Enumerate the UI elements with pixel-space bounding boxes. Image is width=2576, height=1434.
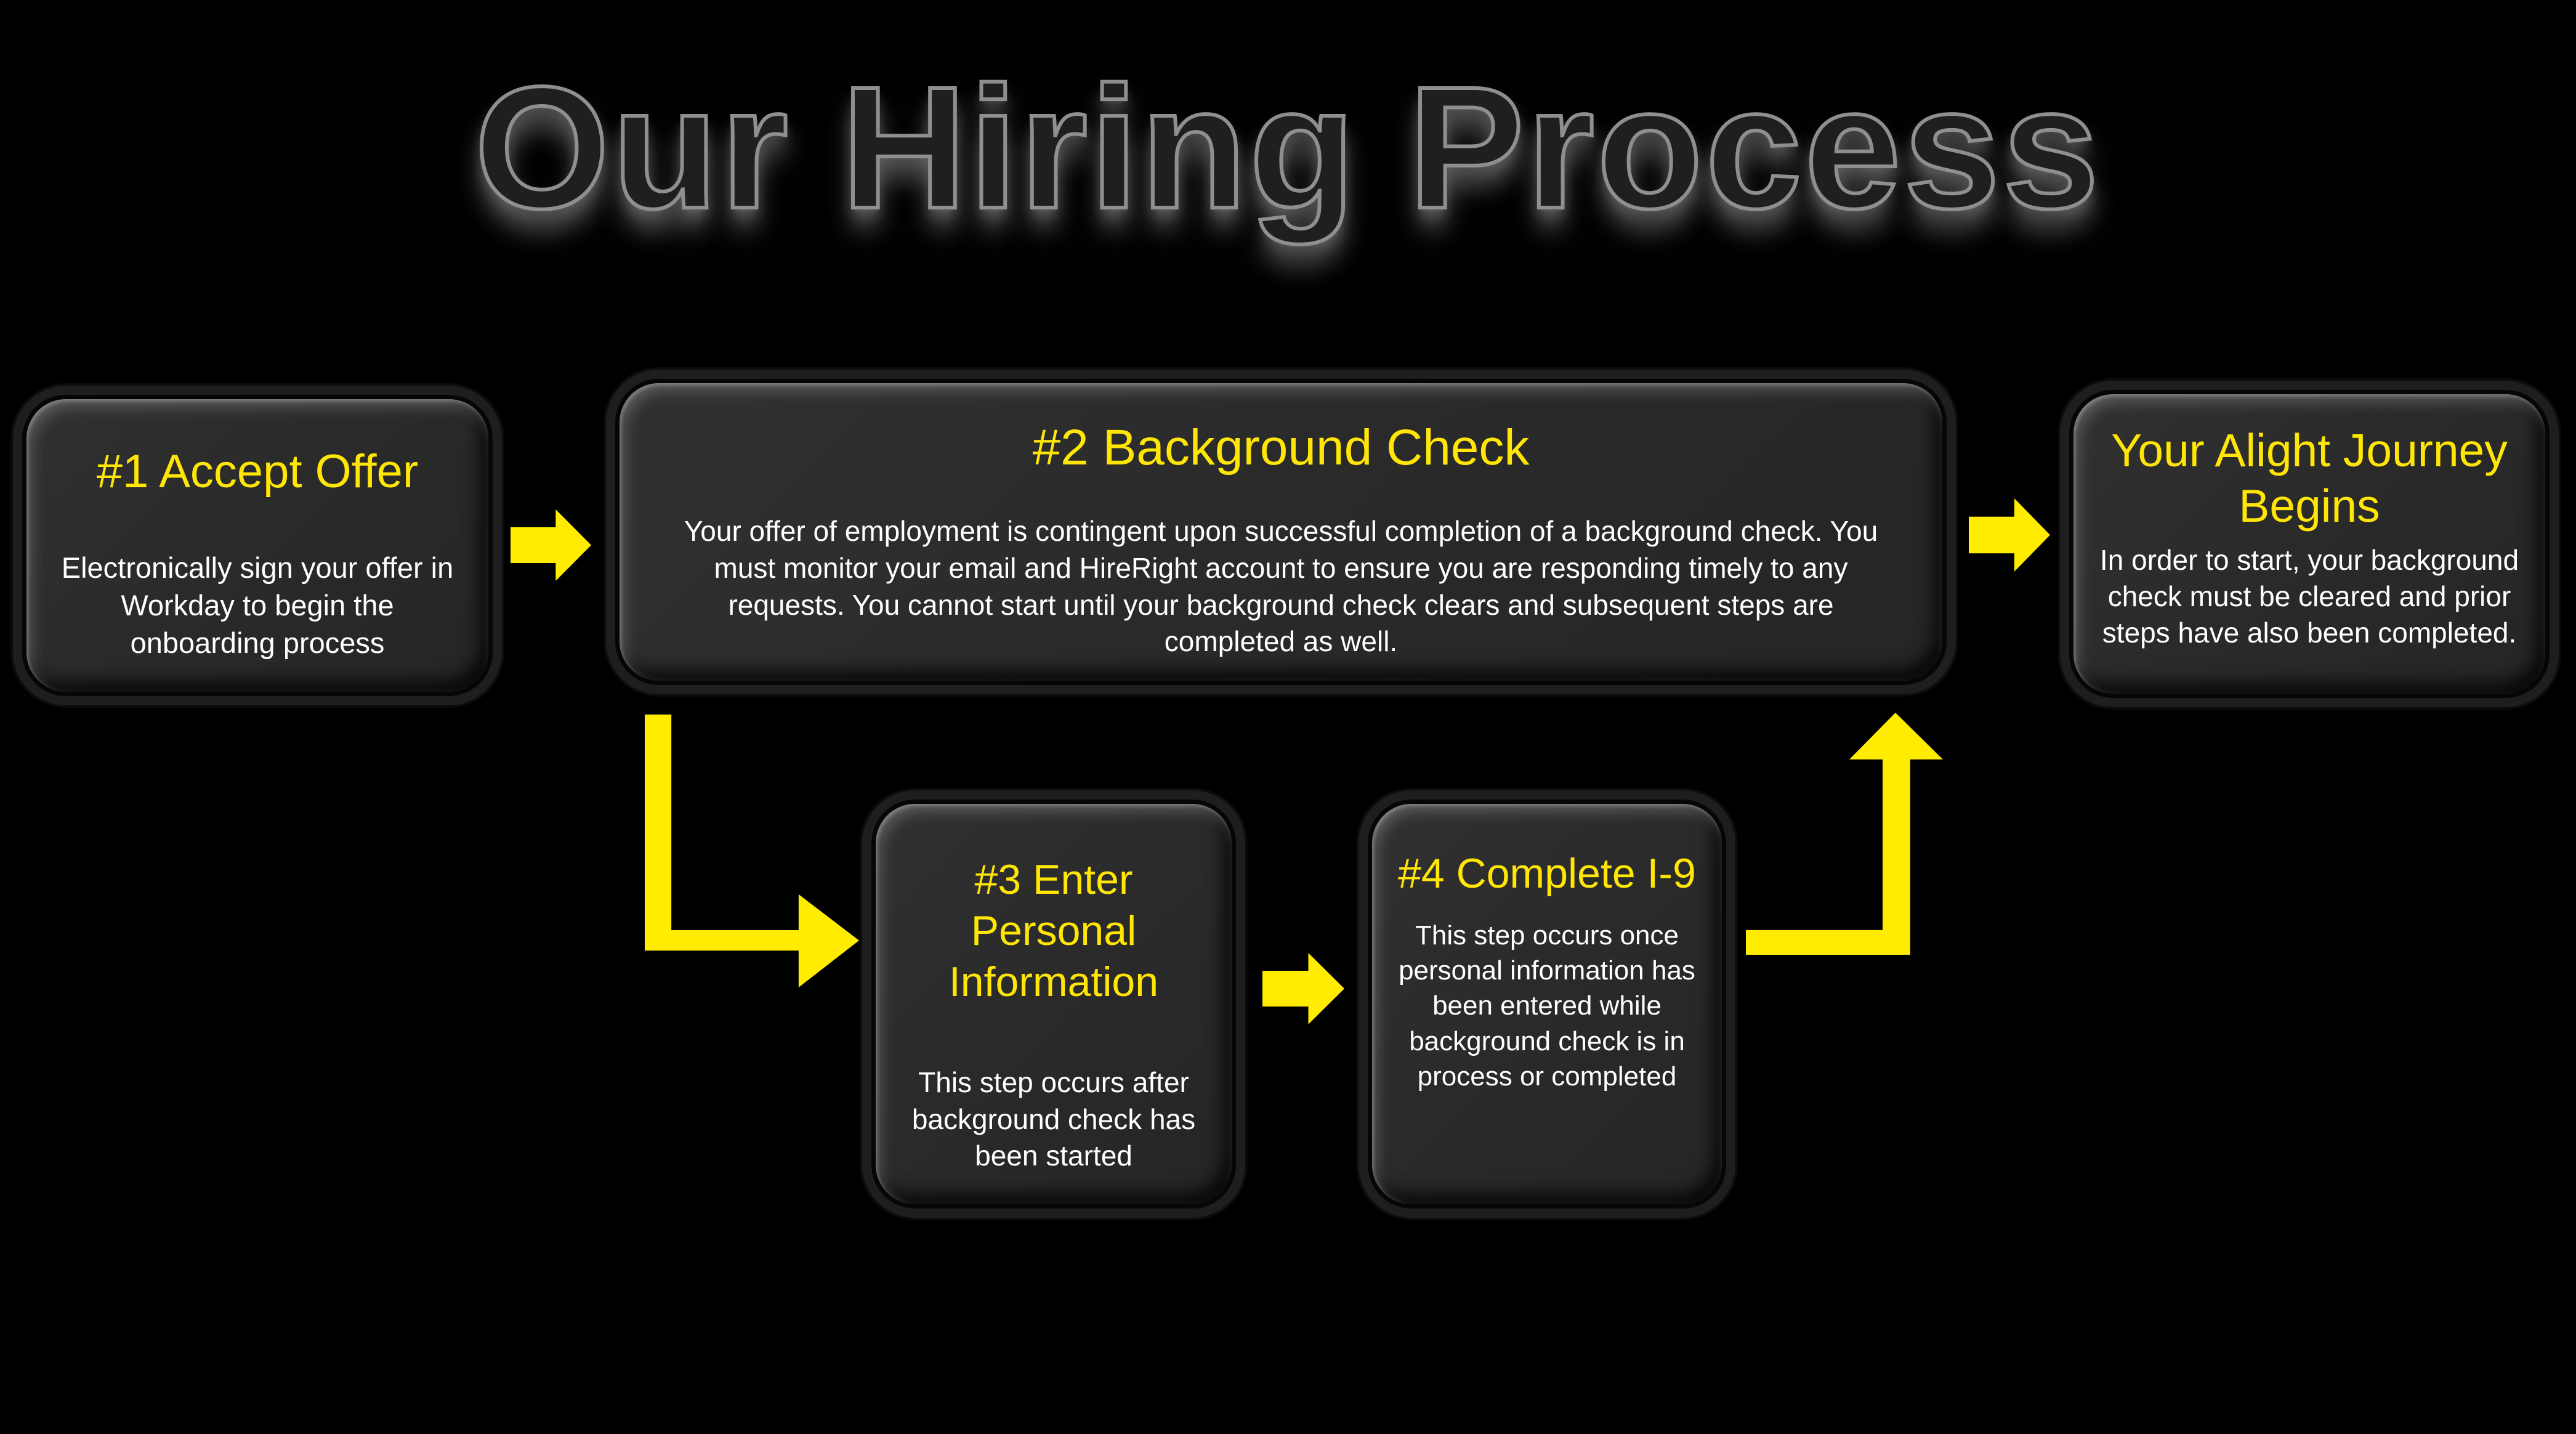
arrow-step2-to-step3 <box>645 715 859 987</box>
step1-body-text: Electronically sign your offer in Workda… <box>61 551 454 659</box>
step3-body-text: This step occurs after background check … <box>911 1066 1196 1172</box>
step4-heading: #4 Complete I-9 <box>1398 850 1696 897</box>
step3-heading: #3 Enter Personal Information <box>948 856 1159 1005</box>
step4-body-text: This step occurs once personal informati… <box>1399 920 1695 1092</box>
arrow-step1-to-step2 <box>511 509 591 581</box>
slide-title: Our Hiring Process <box>472 49 2102 246</box>
step2-body-text: Your offer of employment is contingent u… <box>684 515 1878 658</box>
arrow-step3-to-step4 <box>1262 953 1344 1024</box>
alight-journey-begins-box: Your Alight Journey Begins In order to s… <box>2073 394 2545 694</box>
arrow-step2-to-final <box>1969 498 2050 572</box>
final-heading: Your Alight Journey Begins <box>2111 424 2508 532</box>
final-body-text: In order to start, your background check… <box>2099 544 2519 649</box>
step2-background-check-box: #2 Background Check Your offer of employ… <box>620 383 1942 681</box>
arrow-step4-to-step2 <box>1746 713 1943 955</box>
step1-accept-offer-box: #1 Accept Offer Electronically sign your… <box>26 399 488 692</box>
step4-complete-i9-box: #4 Complete I-9 This step occurs once pe… <box>1372 804 1722 1204</box>
step3-enter-personal-information-box: #3 Enter Personal Information This step … <box>876 804 1232 1204</box>
step2-heading: #2 Background Check <box>1032 419 1530 476</box>
step1-heading: #1 Accept Offer <box>96 445 419 498</box>
